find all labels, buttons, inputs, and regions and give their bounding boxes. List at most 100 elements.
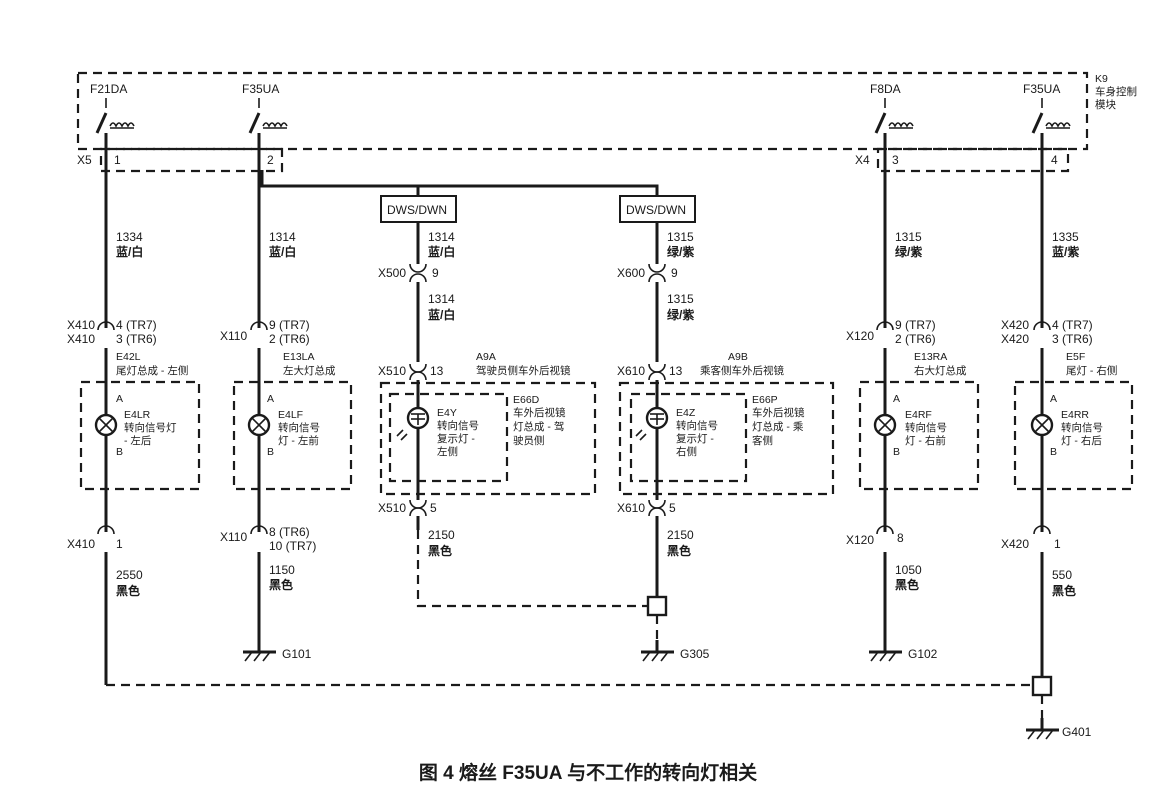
lamp-name-line3: 右侧 bbox=[676, 445, 697, 458]
assembly-name: 右大灯总成 bbox=[914, 364, 967, 377]
connector-pin: 8 bbox=[897, 531, 904, 545]
assembly-e42l: E42L 尾灯总成 - 左侧 A B E4LR 转向信号灯 - 左后 bbox=[79, 351, 201, 491]
wire-color: 绿/紫 bbox=[667, 244, 694, 259]
splice-pack-g401 bbox=[1031, 675, 1053, 697]
assembly-id: A9A bbox=[476, 351, 496, 363]
sub-assembly-id: E66P bbox=[752, 394, 778, 406]
connector-symbol bbox=[409, 363, 427, 373]
connector-pin: 3 (TR6) bbox=[116, 332, 157, 346]
lamp-name-line2: - 左后 bbox=[124, 434, 151, 447]
wire-color: 黑色 bbox=[667, 543, 691, 558]
lower-connectors: X410 1 X110 8 (TR6) 10 (TR7) X120 8 X420… bbox=[67, 525, 1061, 553]
connector-x5-label: X5 bbox=[77, 153, 92, 167]
pin-b: B bbox=[116, 446, 123, 458]
wire-number: 2550 bbox=[116, 568, 143, 582]
wire-number: 1334 bbox=[116, 230, 143, 244]
pin-2: 2 bbox=[267, 153, 274, 167]
assembly-id: E42L bbox=[116, 351, 141, 363]
wire-color: 蓝/紫 bbox=[1052, 244, 1079, 259]
connector-label: X610 bbox=[617, 364, 645, 378]
wire-number: 1315 bbox=[667, 230, 694, 244]
connector-pin: 1 bbox=[1054, 537, 1061, 551]
upper-connectors: X410 X410 4 (TR7) 3 (TR6) X110 9 (TR7) 2… bbox=[67, 318, 1093, 381]
wire-number: 2150 bbox=[428, 528, 455, 542]
connector-label: X410 bbox=[67, 537, 95, 551]
wire-number: 1314 bbox=[428, 292, 455, 306]
connector-label: X120 bbox=[846, 329, 874, 343]
connector-symbol bbox=[648, 499, 666, 509]
connector-symbol bbox=[648, 263, 666, 273]
wire-number: 1050 bbox=[895, 563, 922, 577]
ground-label: G401 bbox=[1062, 725, 1092, 739]
lamp-name-line2: 复示灯 - bbox=[676, 432, 714, 445]
fuse-label-f35ua-right: F35UA bbox=[1023, 82, 1060, 96]
assembly-boundary bbox=[618, 381, 835, 496]
assembly-e13ra: E13RA 右大灯总成 A B E4RF 转向信号 灯 - 右前 bbox=[858, 351, 980, 491]
connector-label: X410 bbox=[67, 318, 95, 332]
connector-symbol bbox=[409, 499, 427, 509]
wire-number: 2150 bbox=[667, 528, 694, 542]
pin-a: A bbox=[893, 393, 900, 405]
lamp-name-line1: 转向信号 bbox=[1061, 421, 1103, 434]
pin-b: B bbox=[893, 446, 900, 458]
lamp-id: E4LF bbox=[278, 409, 303, 421]
sub-assembly-name-line1: 车外后视镜 bbox=[752, 406, 805, 419]
assembly-e13la: E13LA 左大灯总成 A B E4LF 转向信号 灯 - 左前 bbox=[232, 351, 353, 491]
sub-assembly-name-line3: 驶员侧 bbox=[513, 434, 545, 447]
dws-label-left: DWS/DWN bbox=[387, 203, 447, 217]
connector-x4 bbox=[876, 147, 1070, 173]
pin-a: A bbox=[267, 393, 274, 405]
lamp-bulb-icon bbox=[247, 413, 271, 437]
lamp-name-line2: 复示灯 - bbox=[437, 432, 475, 445]
wire-number: 1335 bbox=[1052, 230, 1079, 244]
ground-icon bbox=[243, 640, 276, 662]
splice-pack-g305 bbox=[646, 595, 668, 617]
sub-assembly-boundary bbox=[629, 392, 748, 483]
connector-x600-label: X600 bbox=[617, 266, 645, 280]
fuse-switch-icon bbox=[248, 98, 288, 134]
lamp-name-line1: 转向信号 bbox=[905, 421, 947, 434]
pin-b: B bbox=[267, 446, 274, 458]
connector-pin: 3 (TR6) bbox=[1052, 332, 1093, 346]
connector-pin: 9 bbox=[671, 266, 678, 280]
sub-assembly-boundary bbox=[388, 392, 509, 483]
connector-label: X420 bbox=[1001, 318, 1029, 332]
wire-color: 蓝/白 bbox=[428, 244, 455, 259]
ground-icon bbox=[1026, 718, 1059, 740]
lamp-name-line3: 左侧 bbox=[437, 445, 458, 458]
connector-pin: 2 (TR6) bbox=[269, 332, 310, 346]
pin-b: B bbox=[1050, 446, 1057, 458]
sub-assembly-name-line2: 灯总成 - 驾 bbox=[513, 420, 564, 433]
fuse-switch-icon bbox=[874, 98, 914, 134]
lamp-bulb-icon bbox=[94, 413, 118, 437]
wire-color: 蓝/白 bbox=[428, 307, 455, 322]
assembly-a9a: A9A 驾驶员侧车外后视镜 E66D 车外后视镜 灯总成 - 驾 驶员侧 E4Y… bbox=[379, 351, 597, 496]
dws-box-right bbox=[619, 195, 696, 223]
connector-pin: 5 bbox=[430, 501, 437, 515]
assembly-id: A9B bbox=[728, 351, 748, 363]
assembly-boundary bbox=[232, 380, 353, 491]
pin-4: 4 bbox=[1051, 153, 1058, 167]
connector-pin: 9 (TR7) bbox=[895, 318, 936, 332]
assembly-id: E13LA bbox=[283, 351, 315, 363]
assembly-name: 左大灯总成 bbox=[283, 364, 336, 377]
ground-g101: G101 bbox=[243, 640, 312, 662]
wires bbox=[104, 133, 1044, 718]
sub-assembly-name-line2: 灯总成 - 乘 bbox=[752, 420, 804, 433]
wire-color: 黑色 bbox=[269, 577, 293, 592]
connector-pin: 4 (TR7) bbox=[1052, 318, 1093, 332]
assembly-name: 驾驶员侧车外后视镜 bbox=[476, 364, 571, 377]
assembly-boundary bbox=[379, 381, 597, 496]
ground-label: G102 bbox=[908, 647, 938, 661]
wire-color: 黑色 bbox=[428, 543, 452, 558]
wire-color: 黑色 bbox=[895, 577, 919, 592]
pin-a: A bbox=[1050, 393, 1057, 405]
wire-color: 绿/紫 bbox=[895, 244, 922, 259]
ground-g401: G401 bbox=[1026, 718, 1092, 740]
lamp-bulb-icon bbox=[1030, 413, 1054, 437]
wire-number: 1315 bbox=[667, 292, 694, 306]
fuse-switch-icon bbox=[95, 98, 135, 134]
connector-pin: 10 (TR7) bbox=[269, 539, 316, 553]
connector-symbol bbox=[1033, 321, 1051, 331]
